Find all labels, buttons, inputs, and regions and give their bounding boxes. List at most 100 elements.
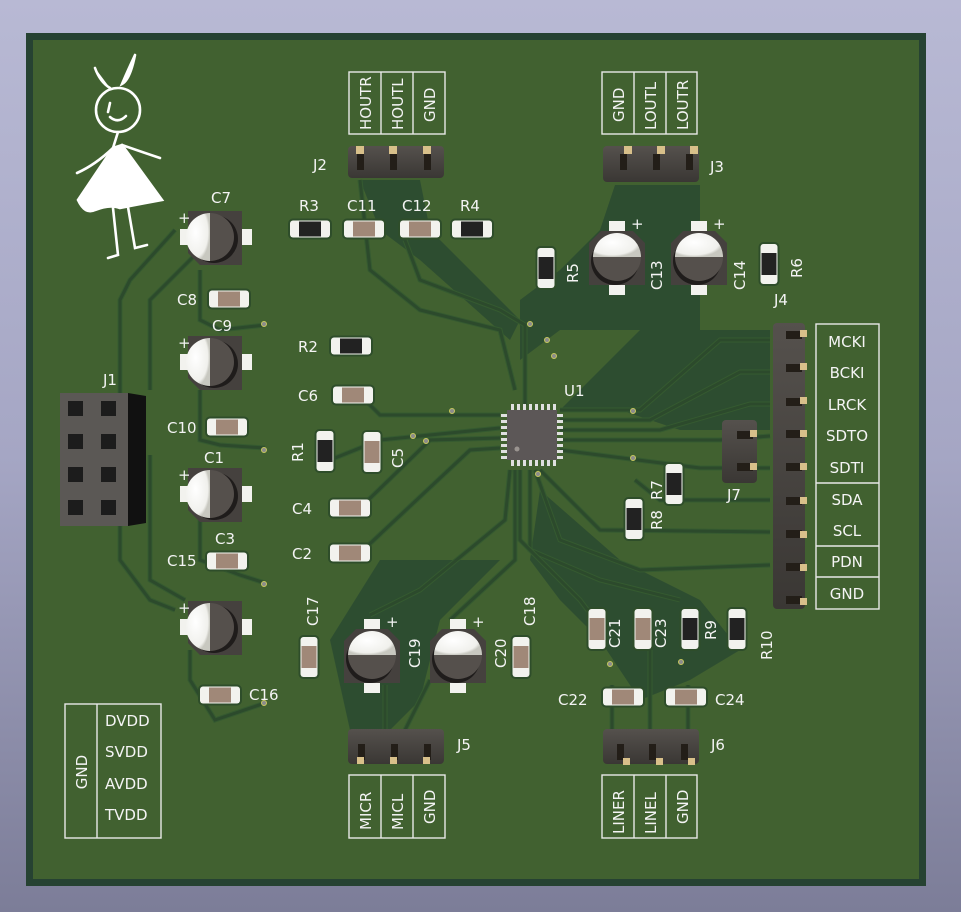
- pad: [180, 486, 190, 502]
- capacitor-C17[interactable]: [298, 635, 320, 679]
- body: [612, 689, 634, 705]
- capacitor-C10[interactable]: [205, 416, 249, 438]
- pad: [450, 681, 466, 693]
- capacitor-C19[interactable]: +: [344, 613, 400, 693]
- capacitor-C21[interactable]: [586, 607, 608, 651]
- capacitor-C5[interactable]: [361, 430, 383, 474]
- pad: [450, 619, 466, 631]
- capacitor-C8[interactable]: [207, 288, 251, 310]
- resistor-R6[interactable]: [758, 242, 780, 286]
- resistor-R9[interactable]: [679, 607, 701, 651]
- u1-pin: [523, 404, 526, 411]
- ref-J6: J6: [710, 736, 725, 754]
- u1-pin: [541, 459, 544, 466]
- pad: [364, 619, 380, 631]
- resistor-R10[interactable]: [726, 607, 748, 651]
- resistor-R2[interactable]: [329, 335, 373, 357]
- connector-J6[interactable]: J6 LINER LINEL GND: [601, 729, 725, 839]
- body: [216, 419, 238, 435]
- capacitor-C2[interactable]: [328, 542, 372, 564]
- ic-U1[interactable]: U1: [501, 382, 585, 466]
- pad: [609, 221, 625, 233]
- body: [342, 387, 364, 403]
- body: [635, 618, 651, 640]
- connector-J1[interactable]: J1: [60, 371, 146, 526]
- j1-sockets: [68, 401, 116, 515]
- capacitor-C22[interactable]: [601, 686, 645, 708]
- cap-top-dark: [210, 470, 234, 518]
- pad: [691, 221, 707, 233]
- u1-pin: [535, 459, 538, 466]
- cap-top-white: [186, 470, 210, 518]
- label-linel: LINEL: [642, 792, 660, 834]
- capacitor-C16[interactable]: [198, 684, 242, 706]
- body: [209, 687, 231, 703]
- label-gnd: GND: [421, 88, 439, 122]
- u1-pin: [517, 459, 520, 466]
- ref-C13: C13: [648, 260, 666, 290]
- ref-C14: C14: [731, 260, 749, 290]
- connector-J3[interactable]: GND LOUTL LOUTR J3: [601, 71, 724, 182]
- ref-C19: C19: [406, 638, 424, 668]
- capacitor-C9[interactable]: +: [178, 334, 252, 390]
- resistor-R3[interactable]: [288, 218, 332, 240]
- capacitor-C6[interactable]: [331, 384, 375, 406]
- connector-J2[interactable]: HOUTR HOUTL GND J2: [312, 71, 446, 178]
- resistor-R5[interactable]: [535, 246, 557, 290]
- pad: [609, 283, 625, 295]
- ref-C17: C17: [304, 596, 322, 626]
- stick-figure-logo: [75, 53, 165, 260]
- label-lrck: LRCK: [828, 396, 868, 414]
- capacitor-C11[interactable]: [342, 218, 386, 240]
- resistor-R4[interactable]: [450, 218, 494, 240]
- ref-C9: C9: [212, 317, 232, 335]
- ref-C15: C15: [167, 552, 197, 570]
- ref-J7: J7: [726, 486, 741, 504]
- capacitor-C12[interactable]: [398, 218, 442, 240]
- body: [461, 221, 483, 237]
- u1-pin: [553, 404, 556, 411]
- u1-pin: [501, 438, 508, 441]
- capacitor-C7[interactable]: +: [178, 209, 252, 265]
- ref-R2: R2: [298, 338, 318, 356]
- u1-pin: [556, 426, 563, 429]
- capacitor-C23[interactable]: [632, 607, 654, 651]
- capacitor-C3[interactable]: +: [178, 599, 252, 655]
- capacitor-C1[interactable]: +: [178, 466, 252, 522]
- capacitor-C14[interactable]: +: [671, 215, 727, 295]
- label-gnd: GND: [421, 790, 439, 824]
- u1-pin: [553, 459, 556, 466]
- j7-body: [722, 420, 757, 483]
- connector-J5[interactable]: J5 MICR MICL GND: [348, 729, 471, 839]
- u1-pin: [501, 444, 508, 447]
- j1-label-box: GND DVDD SVDD AVDD TVDD: [64, 703, 162, 839]
- ref-C23: C23: [652, 618, 670, 648]
- label-liner: LINER: [610, 790, 628, 834]
- capacitor-C4[interactable]: [328, 497, 372, 519]
- board-soldermask: [33, 40, 919, 879]
- capacitor-C20[interactable]: +: [430, 613, 486, 693]
- u1-pin: [501, 432, 508, 435]
- label-gnd: GND: [674, 790, 692, 824]
- body: [218, 291, 240, 307]
- label-svdd: SVDD: [105, 743, 148, 761]
- resistor-R7[interactable]: [663, 462, 685, 506]
- capacitor-C15[interactable]: [205, 550, 249, 572]
- connector-J4[interactable]: J4 MCKI BCKI LRCK SDTO SDTI SDA SCL PDN …: [773, 291, 880, 610]
- u1-pins: [501, 404, 563, 466]
- polarity-mark: +: [386, 613, 399, 631]
- capacitor-C24[interactable]: [664, 686, 708, 708]
- resistor-R8[interactable]: [623, 497, 645, 541]
- ref-C10: C10: [167, 419, 197, 437]
- body: [538, 257, 554, 279]
- capacitor-C13[interactable]: +: [589, 215, 645, 295]
- u1-pin: [501, 420, 508, 423]
- connector-J7[interactable]: J7: [722, 420, 757, 504]
- capacitor-C18[interactable]: [510, 635, 532, 679]
- u1-body: [507, 410, 557, 460]
- cap-top-white: [186, 603, 210, 651]
- ref-C7: C7: [211, 189, 231, 207]
- body: [353, 221, 375, 237]
- resistor-R1[interactable]: [314, 429, 336, 473]
